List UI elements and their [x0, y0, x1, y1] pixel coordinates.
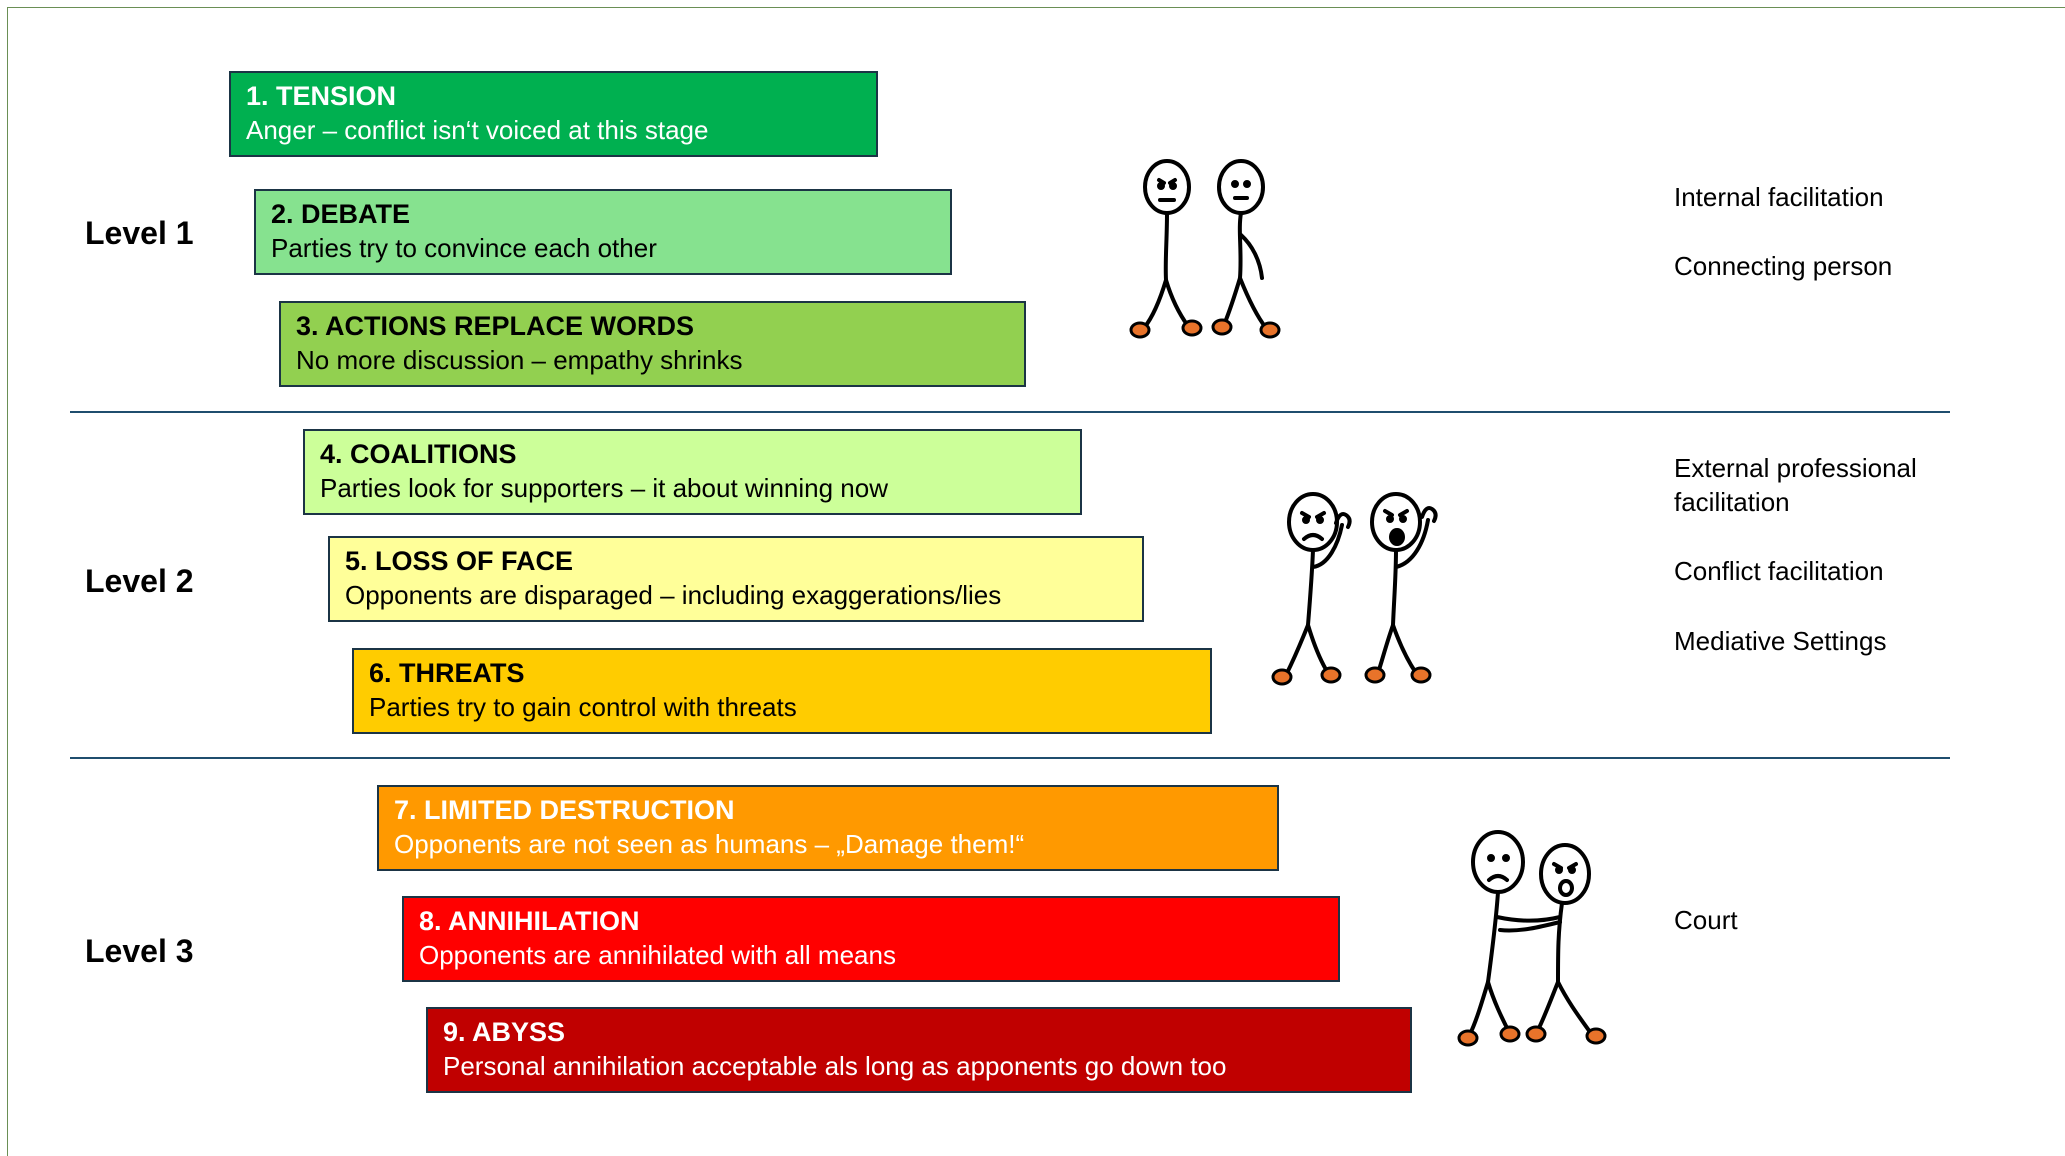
stage-7-limited-destruction: 7. LIMITED DESTRUCTION Opponents are not… [377, 785, 1279, 871]
level-1-label: Level 1 [85, 215, 194, 251]
two-standing-stick-figures-icon [1129, 159, 1281, 339]
stage-8-annihilation: 8. ANNIHILATION Opponents are annihilate… [402, 896, 1340, 982]
stage-description: No more discussion – empathy shrinks [296, 345, 743, 375]
intervention-internal-facilitation: Internal facilitation [1674, 182, 1884, 212]
level-divider-1-2 [70, 411, 1950, 413]
stage-title: 4. COALITIONS [320, 439, 517, 469]
stage-description: Parties try to convince each other [271, 233, 657, 263]
stage-5-loss-of-face: 5. LOSS OF FACE Opponents are disparaged… [328, 536, 1144, 622]
intervention-conflict-facilitation: Conflict facilitation [1674, 556, 1884, 586]
stage-title: 9. ABYSS [443, 1017, 566, 1047]
level-divider-2-3 [70, 757, 1950, 759]
stage-title: 1. TENSION [246, 81, 397, 111]
stage-title: 7. LIMITED DESTRUCTION [394, 795, 735, 825]
stage-2-debate: 2. DEBATE Parties try to convince each o… [254, 189, 952, 275]
stage-description: Anger – conflict isn‘t voiced at this st… [246, 115, 709, 145]
stage-title: 3. ACTIONS REPLACE WORDS [296, 311, 695, 341]
intervention-external-professional-facilitation: External professional facilitation [1674, 453, 1917, 517]
stage-6-threats: 6. THREATS Parties try to gain control w… [352, 648, 1212, 734]
stage-description: Parties try to gain control with threats [369, 692, 797, 722]
level-2-label: Level 2 [85, 563, 194, 599]
stage-title: 5. LOSS OF FACE [345, 546, 574, 576]
stage-description: Parties look for supporters – it about w… [320, 473, 888, 503]
level-3-label: Level 3 [85, 933, 194, 969]
stage-description: Opponents are disparaged – including exa… [345, 580, 1002, 610]
stage-3-actions-replace-words: 3. ACTIONS REPLACE WORDS No more discuss… [279, 301, 1026, 387]
intervention-connecting-person: Connecting person [1674, 251, 1893, 281]
intervention-court: Court [1674, 905, 1738, 935]
stage-title: 8. ANNIHILATION [419, 906, 640, 936]
intervention-mediative-settings: Mediative Settings [1674, 626, 1887, 656]
stage-description: Personal annihilation acceptable als lon… [443, 1051, 1227, 1081]
two-arguing-stick-figures-icon [1271, 492, 1438, 686]
stage-1-tension: 1. TENSION Anger – conflict isn‘t voiced… [229, 71, 878, 157]
stage-description: Opponents are annihilated with all means [419, 940, 896, 970]
stage-9-abyss: 9. ABYSS Personal annihilation acceptabl… [426, 1007, 1412, 1093]
stage-description: Opponents are not seen as humans – „Dama… [394, 829, 1025, 859]
stage-title: 2. DEBATE [271, 199, 411, 229]
slide-frame [7, 7, 2065, 1156]
two-fighting-stick-figures-icon [1457, 830, 1607, 1047]
stage-title: 6. THREATS [369, 658, 525, 688]
stage-4-coalitions: 4. COALITIONS Parties look for supporter… [303, 429, 1082, 515]
